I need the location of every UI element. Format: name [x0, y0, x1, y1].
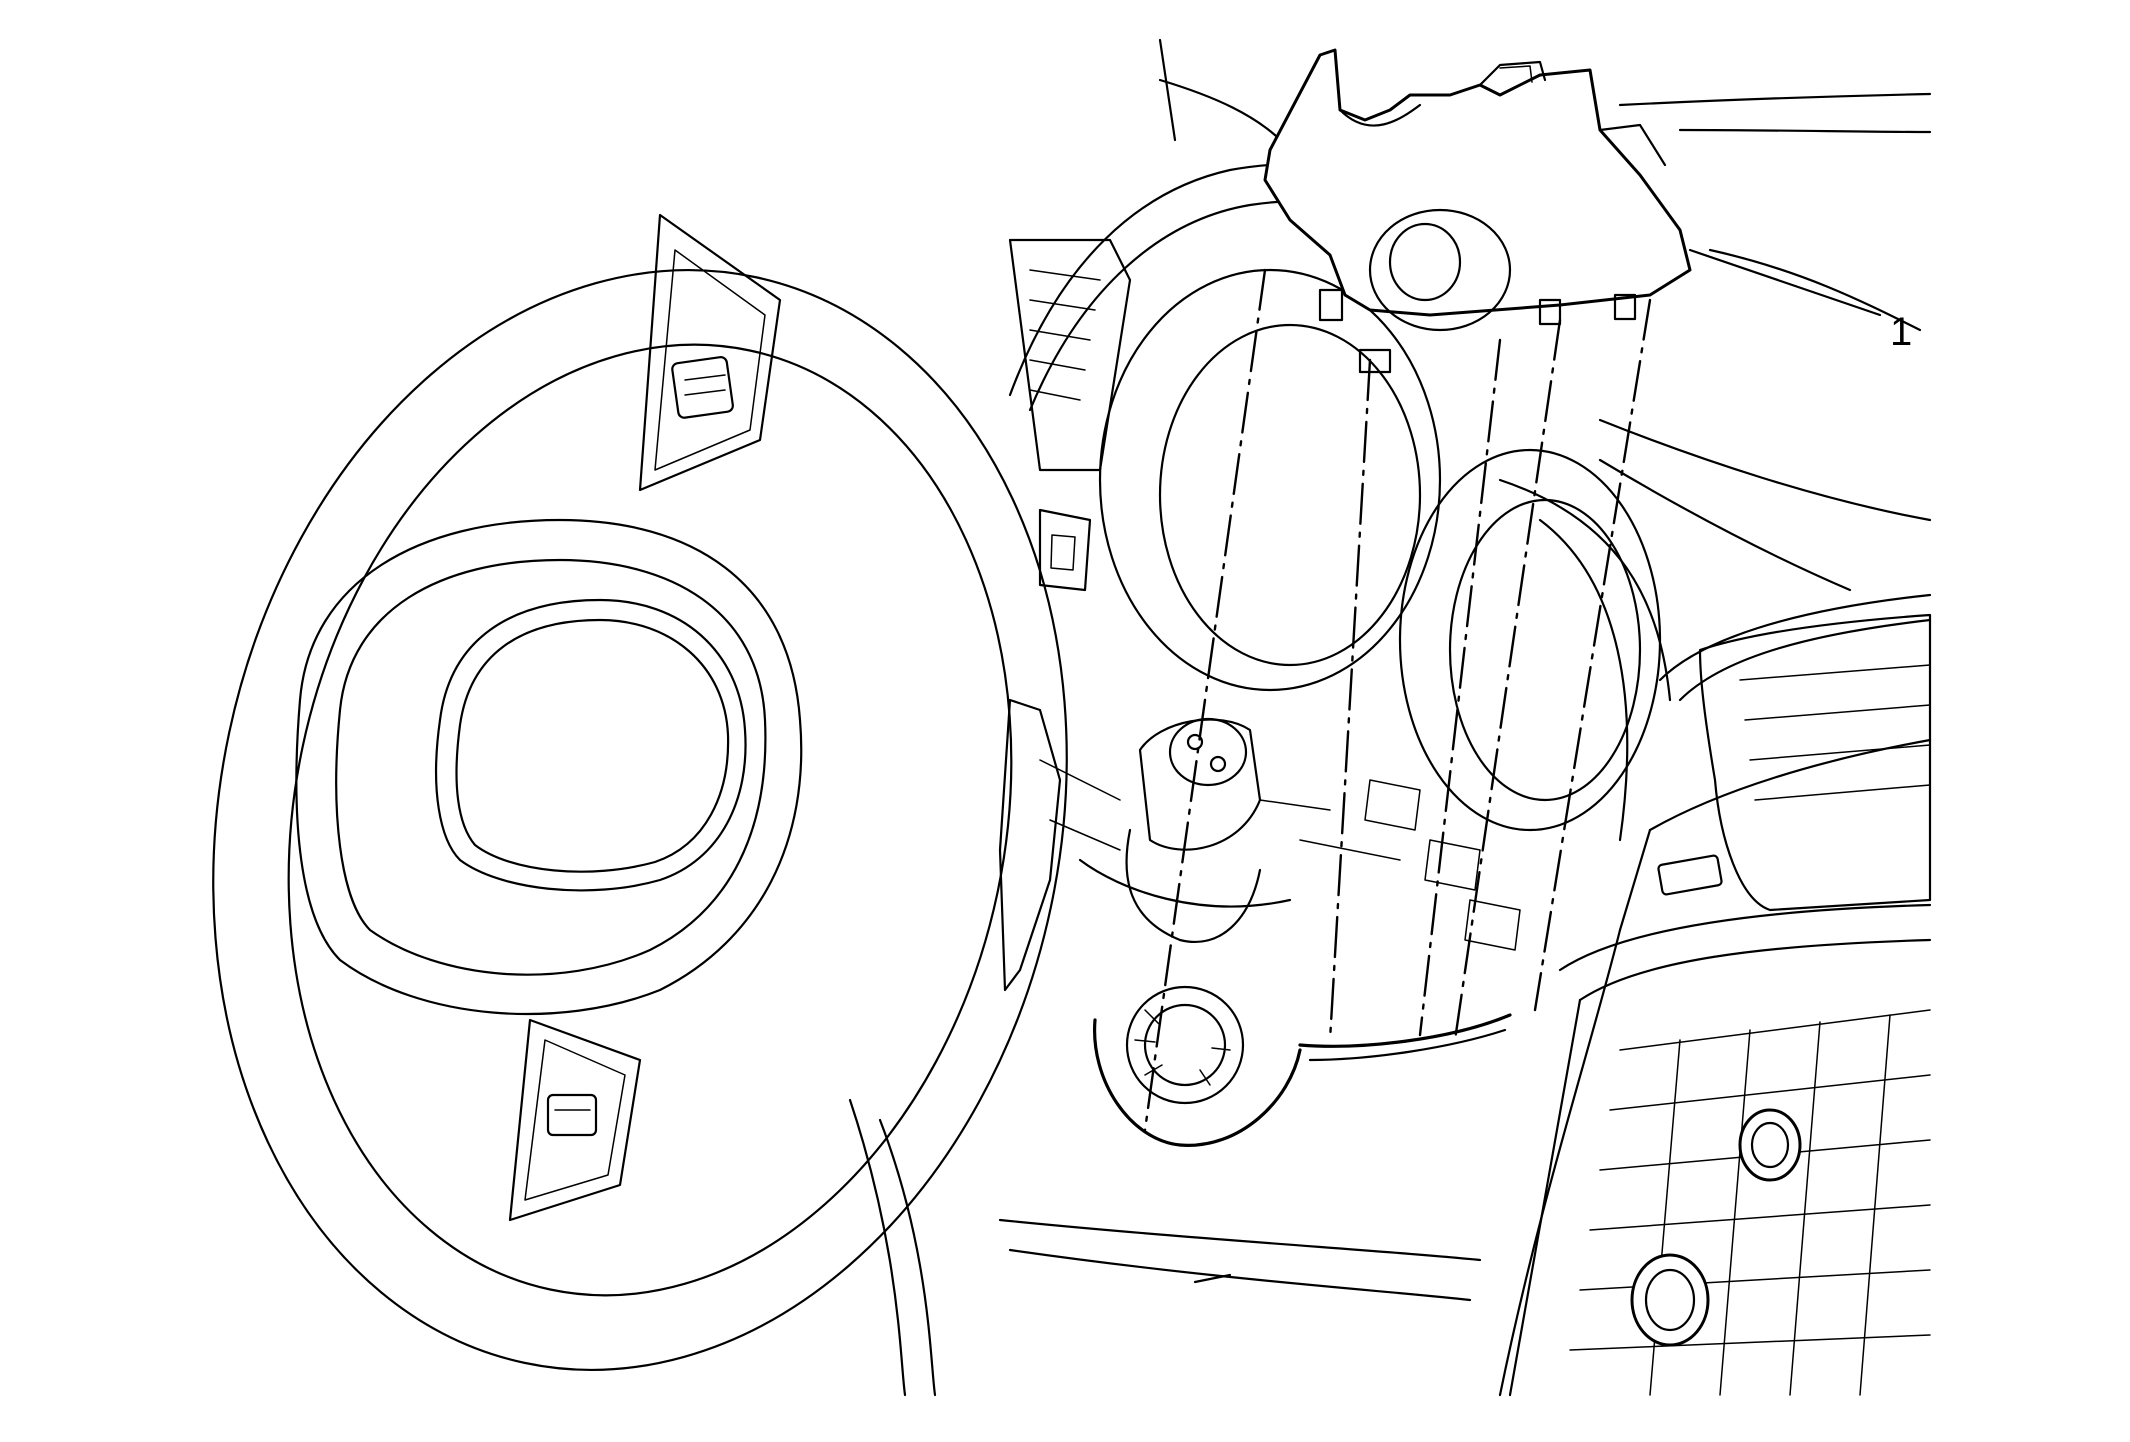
center-console: [1498, 593, 1932, 1397]
steering-wheel: [212, 213, 1232, 1371]
steering-column: [998, 698, 1521, 992]
callout-label-1: 1: [1890, 310, 1912, 354]
installation-guide-lines: [1143, 268, 1652, 1132]
dashboard-outline: [848, 38, 1932, 1397]
removed-component: [1263, 48, 1882, 374]
clock-spring: [1093, 985, 1512, 1147]
console-button-grid: [1569, 1009, 1931, 1396]
